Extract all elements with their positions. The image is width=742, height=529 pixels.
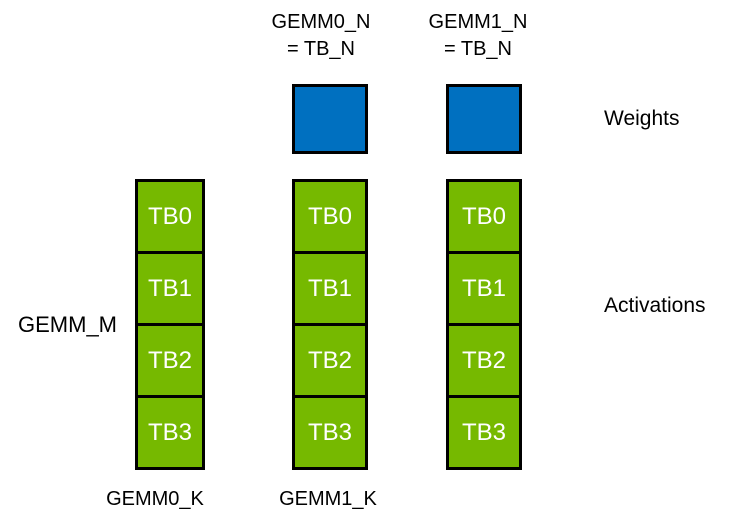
activation-column-0: TB0 TB1 TB2 TB3 xyxy=(135,179,205,470)
gemm1-n-label-line2: = TB_N xyxy=(444,38,512,60)
tb-cell: TB1 xyxy=(446,251,522,326)
tb-cell: TB0 xyxy=(135,179,205,254)
gemm-m-label: GEMM_M xyxy=(18,312,117,337)
activation-column-2: TB0 TB1 TB2 TB3 xyxy=(446,179,522,470)
gemm0-n-label-line1: GEMM0_N xyxy=(271,11,371,33)
tb-cell: TB3 xyxy=(135,395,205,470)
weight-block-0 xyxy=(292,84,368,154)
tb-cell: TB1 xyxy=(292,251,368,326)
gemm1-k-label: GEMM1_K xyxy=(279,488,377,510)
gemm1-n-label-line1: GEMM1_N xyxy=(428,11,528,33)
tb-cell: TB2 xyxy=(446,323,522,398)
gemm0-k-label: GEMM0_K xyxy=(106,488,204,510)
activation-column-1: TB0 TB1 TB2 TB3 xyxy=(292,179,368,470)
gemm0-n-label: GEMM0_N = TB_N xyxy=(221,9,421,63)
tb-cell: TB3 xyxy=(292,395,368,470)
weight-block-1 xyxy=(446,84,522,154)
tb-cell: TB0 xyxy=(446,179,522,254)
weights-label: Weights xyxy=(604,107,680,130)
gemm0-n-label-line2: = TB_N xyxy=(287,38,355,60)
activations-label: Activations xyxy=(604,294,706,317)
tb-cell: TB2 xyxy=(135,323,205,398)
gemm1-n-label: GEMM1_N = TB_N xyxy=(378,9,578,63)
tb-cell: TB2 xyxy=(292,323,368,398)
tb-cell: TB1 xyxy=(135,251,205,326)
tb-cell: TB0 xyxy=(292,179,368,254)
tb-cell: TB3 xyxy=(446,395,522,470)
